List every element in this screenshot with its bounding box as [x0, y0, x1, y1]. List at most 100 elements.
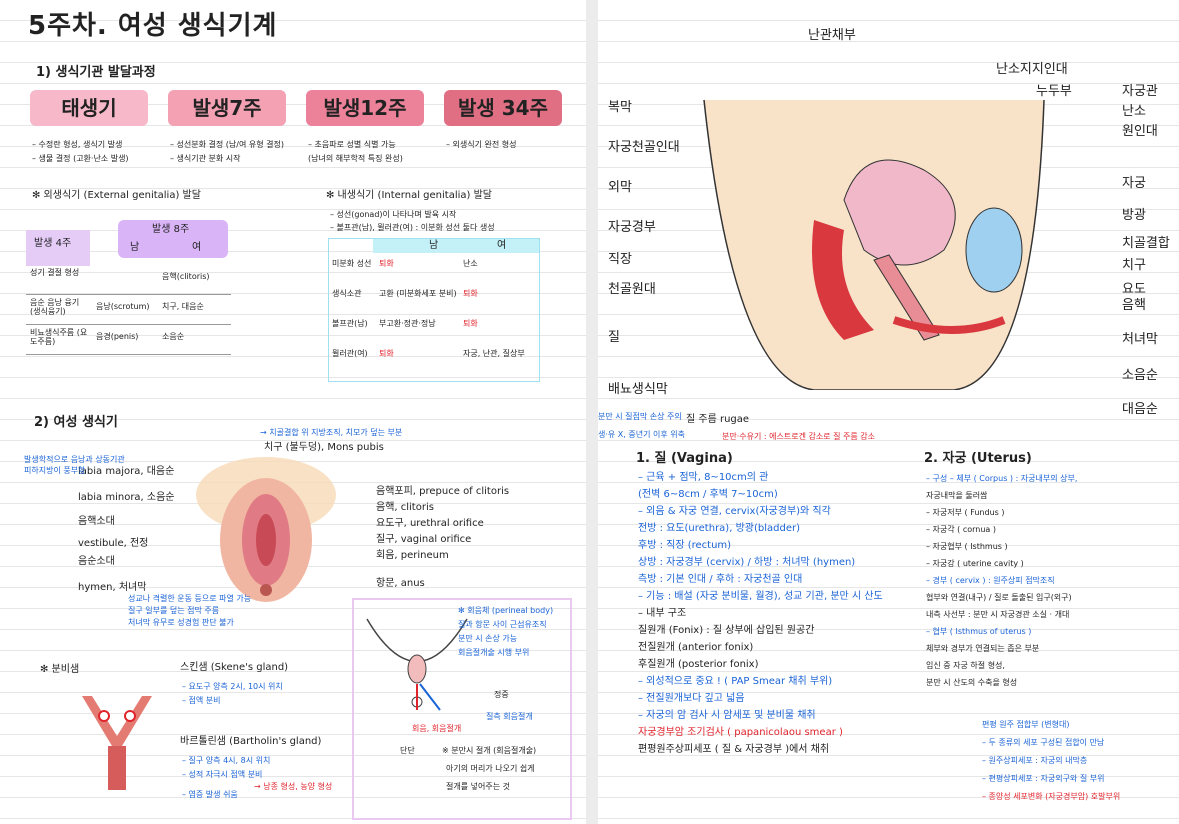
vagina-note-line: 전질원개 (anterior fonix) [638, 642, 754, 653]
int-row-male: 고환 (미분화세포 분비) [379, 289, 457, 298]
anatomy-label-right: 음핵 [1122, 298, 1146, 313]
uterus-note-line: 내측 사선부 : 분만 시 자궁경관 소실 · 개대 [926, 610, 1070, 619]
bartholin-note-3: – 염증 발생 쉬움 [182, 790, 238, 799]
bartholin-note-1: – 질구 양측 4시, 8시 위치 [182, 756, 271, 765]
vagina-note-line: 전방 : 요도(urethra), 방광(bladder) [638, 523, 800, 534]
left-notebook-page: 5주차. 여성 생식기계 1) 생식기관 발달과정 태생기– 수정란 형성, 생… [0, 0, 586, 824]
vagina-note-line: 질원개 (Fonix) : 질 상부에 삽입된 원공간 [638, 625, 815, 636]
anatomy-label-left: 배뇨생식막 [608, 382, 668, 397]
anatomy-label-left: 직장 [608, 252, 632, 267]
vulva-illustration [196, 457, 336, 602]
section-2-title: 2) 여성 생식기 [34, 415, 118, 430]
section-1-title: 1) 생식기관 발달과정 [36, 65, 156, 80]
gland-title: ✻ 분비샘 [40, 664, 80, 675]
stage-pill: 발생7주 [168, 90, 286, 126]
uterus-note-line: 체부와 경부가 연결되는 좁은 부분 [926, 644, 1040, 653]
int-row-female: 퇴화 [463, 319, 478, 328]
anatomy-bottom-note: 분만 시 질점막 손상 주의 [598, 412, 682, 421]
stage-note: – 생식기관 분화 시작 [170, 154, 241, 163]
anatomy-rugae: 질 주름 rugae [686, 414, 750, 425]
int-row-label: 미분화 성선 [332, 259, 372, 268]
scj-note-line: – 원주상피세포 : 자궁의 내막층 [982, 756, 1088, 765]
scj-note-line: – 종양성 세포변화 (자궁경부암) 호발부위 [982, 792, 1121, 801]
uterus-note-line: 협부와 연결(내구) / 질로 돌출된 입구(외구) [926, 593, 1072, 602]
anatomy-label-right: 난소 [1122, 104, 1146, 119]
bartholin-extra: → 낭종 형성, 농양 형성 [254, 782, 333, 791]
perineum-side-label: 질측 회음절개 [486, 712, 533, 721]
skene-note-2: – 점액 분비 [182, 696, 221, 705]
gland-illustration [82, 696, 152, 790]
vulva-right-label: 회음, perineum [376, 550, 449, 561]
left-small-note-2: 피하지방이 풍부함 [24, 466, 86, 475]
uterus-note-line: – 자궁저부 ( Fundus ) [926, 508, 1005, 517]
anatomy-bottom-blue: 생·유 X, 중년기 이후 위축 [598, 430, 685, 439]
vagina-note-line: – 내부 구조 [638, 608, 687, 619]
vulva-right-label: 항문, anus [376, 578, 425, 589]
int-row-label: 생식소관 [332, 289, 362, 298]
anatomy-label-right: 원인대 [1122, 124, 1158, 139]
vagina-note-line: – 근육 + 점막, 8~10cm의 관 [638, 472, 769, 483]
vulva-left-label: labia minora, 소음순 [78, 492, 175, 503]
vulva-right-label: 음핵, clitoris [376, 502, 434, 513]
perineum-note-3: 분만 시 손상 가능 [458, 634, 518, 643]
vulva-left-label: 음핵소대 [78, 516, 115, 527]
stage-note: (남녀의 해부학적 특징 완성) [308, 154, 403, 163]
ext-head-male: 남 [130, 242, 140, 253]
anatomy-label-right: 치구 [1122, 258, 1146, 273]
stage-note: – 생물 결정 (고환·난소 발생) [32, 154, 129, 163]
vagina-note-line: 후질원개 (posterior fonix) [638, 659, 759, 670]
pelvis-sagittal-illustration [703, 99, 1045, 390]
uterus-note-line: – 자궁협부 ( Isthmus ) [926, 542, 1008, 551]
perineum-mid-label: 정중 [494, 690, 509, 699]
external-genitalia-title: ✻ 외생식기 (External genitalia) 발달 [32, 190, 201, 201]
int-head-male: 남 [429, 240, 439, 251]
uterus-note-line: – 경부 ( cervix ) : 원주상피 점막조직 [926, 576, 1055, 585]
vulva-left-label: vestibule, 전정 [78, 538, 149, 549]
hymen-note-3: 처녀막 유무로 성경험 판단 불가 [128, 618, 234, 627]
int-row-female: 자궁, 난관, 질상부 [463, 349, 525, 358]
anatomy-label-right: 치골결합 [1122, 236, 1170, 251]
stage-note: – 수정란 형성, 생식기 발생 [32, 140, 123, 149]
int-row-label: 뮐러관(여) [332, 349, 368, 358]
anatomy-label-right: 누두부 [1036, 84, 1072, 99]
uterus-note-line: – 협부 ( Isthmus of uterus ) [926, 627, 1032, 636]
anatomy-label-right: 요도 [1122, 282, 1146, 297]
anatomy-label-right: 자궁 [1122, 176, 1146, 191]
int-row-male: 부고환·정관·정낭 [379, 319, 436, 328]
perineum-note-1: ✻ 회음체 (perineal body) [458, 606, 554, 615]
perineum-note-4: 회음절개술 시행 부위 [458, 648, 530, 657]
perineum-line-3: 절개를 넣어주는 것 [446, 782, 510, 791]
int-row-label: 볼프관(남) [332, 319, 368, 328]
internal-note-1: – 성선(gonad)이 나타나며 발육 시작 [330, 210, 457, 219]
internal-note-2: – 볼프관(남), 뮐러관(여) : 이분화 성선 둘다 생성 [330, 223, 495, 232]
vulva-right-label: 요도구, urethral orifice [376, 518, 484, 529]
perineum-note-2: 질과 항문 사이 근섬유조직 [458, 620, 547, 629]
ext-head-left: 발생 4주 [34, 238, 72, 249]
anatomy-label-right: 자궁관 [1122, 84, 1158, 99]
ext-row-male: 음경(penis) [96, 332, 139, 341]
stage-pill: 발생 34주 [444, 90, 562, 126]
vulva-left-label: 음순소대 [78, 556, 115, 567]
ext-head-right: 발생 8주 [152, 224, 190, 235]
perineum-cut-label: 회음, 회음절개 [412, 724, 462, 733]
ext-row-divider [26, 354, 231, 355]
label-fimbriae: 난관채부 [808, 28, 856, 43]
vulva-right-label: 음핵포피, prepuce of clitoris [376, 486, 510, 497]
anatomy-label-left: 외막 [608, 180, 632, 195]
uterus-title: 2. 자궁 (Uterus) [924, 451, 1032, 466]
stage-note: – 성선분화 결정 (남/여 유형 결정) [170, 140, 284, 149]
int-row-male: 퇴화 [379, 349, 394, 358]
uterus-note-line: 자궁내막을 둘러쌈 [926, 491, 988, 500]
anatomy-label-left: 자궁경부 [608, 220, 656, 235]
anatomy-label-left: 천골원대 [608, 282, 656, 297]
mons-label: 치구 (불두덩), Mons pubis [264, 442, 384, 453]
ext-row-divider [26, 324, 231, 325]
anatomy-label-right: 난소지지인대 [996, 62, 1068, 77]
vulva-right-label: 질구, vaginal orifice [376, 534, 472, 545]
int-row-male: 퇴화 [379, 259, 394, 268]
hymen-note-2: 질구 일부를 덮는 점막 주름 [128, 606, 220, 615]
hymen-note-1: 성교나 격렬한 운동 등으로 파열 가능 [128, 594, 252, 603]
ext-row-divider [26, 294, 231, 295]
vulva-left-label: labia majora, 대음순 [78, 466, 175, 477]
vagina-note-line: – 자궁의 암 검사 시 암세포 및 분비물 채취 [638, 710, 816, 721]
